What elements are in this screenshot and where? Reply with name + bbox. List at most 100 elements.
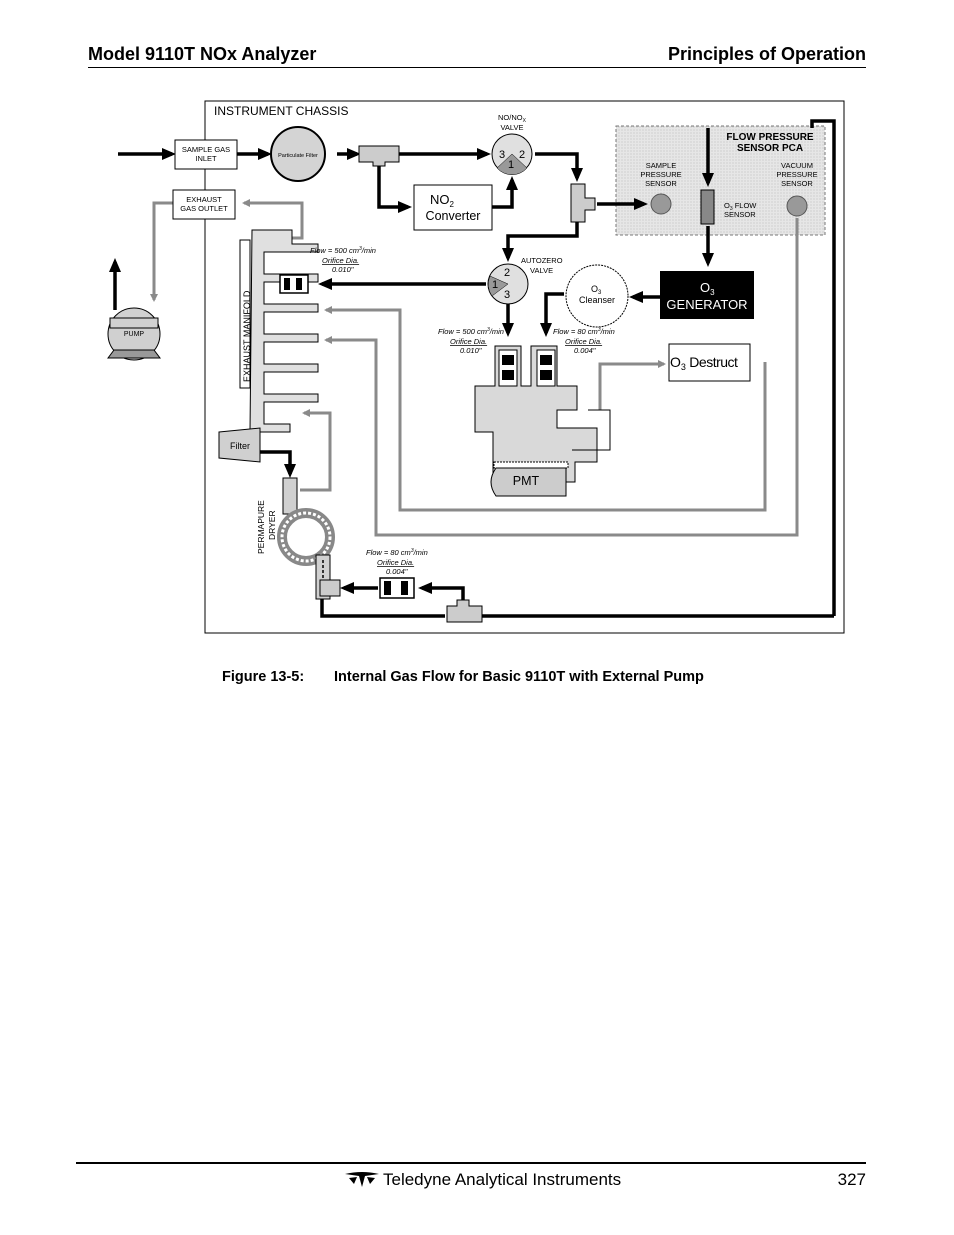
o3-flow-label-sensor: SENSOR <box>724 210 756 219</box>
autozero-label-2: VALVE <box>530 266 553 275</box>
sample-pressure-sensor <box>650 193 672 215</box>
inlet-label-2: INLET <box>195 154 217 163</box>
header-title-right: Principles of Operation <box>667 44 866 64</box>
svg-text:Flow = 80 cm3/min: Flow = 80 cm3/min <box>366 548 428 557</box>
cleanser-to-orifice <box>540 292 564 337</box>
autozero-port-2: 2 <box>504 267 510 279</box>
no-nox-label-x: X <box>523 118 527 124</box>
orifice3-flow: Flow = 80 cm <box>553 327 598 336</box>
no2-label-no: NO <box>430 192 450 207</box>
footer-company: Teledyne Analytical Instruments <box>383 1170 622 1189</box>
tee-to-converter <box>377 164 412 213</box>
figure-caption: Figure 13-5:Internal Gas Flow for Basic … <box>222 669 704 685</box>
figure-title: Internal Gas Flow for Basic 9110T with E… <box>334 669 704 685</box>
inlet-label-1: SAMPLE GAS <box>182 145 230 154</box>
orifice2-sup: 3 <box>487 327 490 333</box>
exhaust-label-2: GAS OUTLET <box>180 204 228 213</box>
permapure-label-2: DRYER <box>267 510 277 540</box>
pmt-label: PMT <box>513 474 540 488</box>
no-nox-port-3: 3 <box>499 149 505 161</box>
tee-fitting-2 <box>570 183 596 223</box>
orifice1-flow: Flow = 500 cm <box>310 246 359 255</box>
particulate-filter-label: Particulate Filter <box>278 153 318 159</box>
svg-text:O3 FLOW: O3 FLOW <box>724 201 757 212</box>
orifice1-dia: Orifice Dia. <box>322 256 359 265</box>
orifice4-sup: 3 <box>411 548 414 554</box>
tee-fitting-3 <box>446 599 483 623</box>
no-nox-label-2: VALVE <box>500 123 523 132</box>
destruct-to-manifold <box>324 306 767 512</box>
destruct-label-sub: 3 <box>681 362 686 372</box>
vacuum-pressure-label-1: VACUUM <box>781 161 813 170</box>
exhaust-label-1: EXHAUST <box>186 195 222 204</box>
orifice4-unit: /min <box>413 548 428 557</box>
filter <box>218 427 261 463</box>
pmt-to-destruct <box>598 360 666 410</box>
cleanser-label: Cleanser <box>579 295 615 305</box>
dryer-return-line <box>320 598 445 618</box>
o3-destruct <box>668 343 751 382</box>
no-nox-label-1: NO/NO <box>498 113 523 122</box>
orifice2-dia: Orifice Dia. <box>450 337 487 346</box>
exhaust-manifold-label: EXHAUST MANIFOLD <box>242 290 252 382</box>
no-nox-port-1: 1 <box>508 159 514 171</box>
orifice1-val: 0.010" <box>332 265 354 274</box>
autozero-port-1: 1 <box>492 279 498 291</box>
o3-flow-label-o: O <box>724 201 730 210</box>
permapure-label-1: PERMAPURE <box>256 500 266 554</box>
pmt <box>490 467 567 497</box>
converter-to-valve <box>492 176 518 209</box>
orifice3-dia: Orifice Dia. <box>565 337 602 346</box>
no2-converter <box>413 184 493 231</box>
o3-flow-label-flow: FLOW <box>733 201 758 210</box>
orifice3-val: 0.004" <box>574 346 596 355</box>
orifice3-unit: /min <box>600 327 615 336</box>
vacuum-pressure-sensor <box>786 195 808 217</box>
o3-flow-sensor <box>700 189 715 225</box>
header-rule <box>88 67 866 68</box>
generator-label: GENERATOR <box>666 297 747 312</box>
dryer-purge-to-manifold <box>300 409 332 492</box>
orifice3-sup: 3 <box>598 327 601 333</box>
tee-fitting-1 <box>358 145 400 167</box>
pca-label-1: FLOW PRESSURE <box>726 132 814 143</box>
header-title-left: Model 9110T NOx Analyzer <box>88 44 317 64</box>
orifice2-unit: /min <box>489 327 504 336</box>
instrument-chassis <box>204 100 845 634</box>
filter-to-dryer <box>260 450 296 478</box>
orifice4-flow: Flow = 80 cm <box>366 548 411 557</box>
teledyne-logo-icon <box>345 1172 379 1187</box>
orifice4-dia: Orifice Dia. <box>377 558 414 567</box>
generator-label-sub: 3 <box>710 288 715 297</box>
footer-rule <box>76 1162 866 1164</box>
autozero-label-1: AUTOZERO <box>521 256 563 265</box>
cleanser-label-o: O <box>591 284 598 294</box>
sample-pressure-label-3: SENSOR <box>645 179 677 188</box>
sample-pressure-label-2: PRESSURE <box>640 170 681 179</box>
filter-label: Filter <box>230 441 250 451</box>
exhaust-to-pump <box>150 201 173 302</box>
svg-text:Flow = 500 cm3/min: Flow = 500 cm3/min <box>438 327 504 336</box>
orifice1-unit: /min <box>361 246 376 255</box>
svg-text:Flow = 500 cm3/min: Flow = 500 cm3/min <box>310 246 376 255</box>
svg-text:NO/NOX: NO/NOX <box>498 113 527 124</box>
no-nox-port-2: 2 <box>519 149 525 161</box>
manifold-to-exhaust <box>242 199 304 240</box>
o3-flow-label-sub: 3 <box>730 206 733 212</box>
orifice1-sup: 3 <box>359 246 362 252</box>
svg-text:O3: O3 <box>700 280 715 297</box>
o3-cleanser <box>565 264 629 328</box>
right-return-line <box>810 119 836 616</box>
exhaust-outlet-box <box>172 189 236 220</box>
orifice2-val: 0.010" <box>460 346 482 355</box>
valve-to-tee2 <box>535 152 583 182</box>
tee2-to-autozero <box>502 222 579 262</box>
vacuum-to-manifold <box>324 218 799 537</box>
tee3-to-orifice <box>418 582 465 605</box>
generator-label-o: O <box>700 280 710 295</box>
exhaust-manifold <box>249 229 319 433</box>
svg-text:O3 Destruct: O3 Destruct <box>670 354 738 372</box>
cleanser-label-sub: 3 <box>598 290 602 296</box>
svg-text:NO2: NO2 <box>430 192 455 209</box>
sample-pressure-label-1: SAMPLE <box>646 161 676 170</box>
